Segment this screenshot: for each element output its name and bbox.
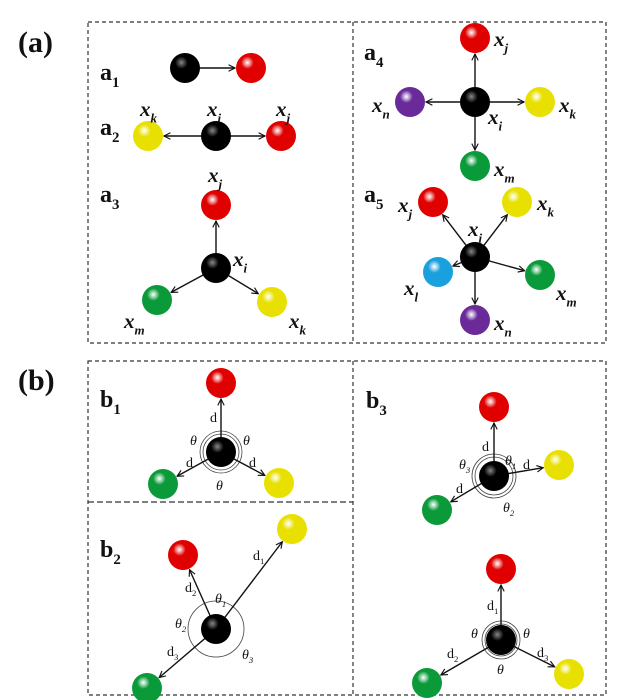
- node-label: xk: [139, 97, 158, 125]
- red-atom: [460, 23, 490, 53]
- node-label: xi: [232, 247, 248, 275]
- purple-atom: [460, 305, 490, 335]
- angle-label: θ: [190, 434, 197, 449]
- node-label: xj: [207, 163, 223, 191]
- node-label: xl: [403, 276, 419, 304]
- distance-label: d1: [487, 599, 498, 616]
- node-label: xi: [467, 217, 483, 245]
- yellow-atom: [502, 187, 532, 217]
- node-label: xm: [493, 157, 515, 185]
- angle-label: θ: [497, 663, 504, 678]
- subpanel-label: a1: [100, 60, 119, 91]
- purple-atom: [395, 87, 425, 117]
- center-atom: [201, 253, 231, 283]
- distance-label: d2: [185, 581, 196, 598]
- yellow-atom: [277, 514, 307, 544]
- center-atom: [460, 87, 490, 117]
- red-atom: [206, 368, 236, 398]
- angle-label: θ2: [175, 617, 187, 634]
- red-atom: [201, 190, 231, 220]
- subpanel-label: a3: [100, 182, 119, 213]
- blue-atom: [423, 257, 453, 287]
- angle-label: θ1: [505, 454, 516, 471]
- distance-label: d: [210, 411, 217, 426]
- distance-label: d: [456, 482, 463, 497]
- distance-label: d1: [253, 549, 264, 566]
- green-atom: [422, 495, 452, 525]
- panel-b-frame: [87, 360, 607, 696]
- node-label: xi: [206, 97, 222, 125]
- node-label: xm: [555, 281, 577, 309]
- subpanel-label: a5: [364, 182, 383, 213]
- red-atom: [486, 554, 516, 584]
- node-label: xm: [123, 309, 145, 337]
- green-atom: [132, 673, 162, 700]
- green-atom: [142, 285, 172, 315]
- subpanel-label: b3: [366, 388, 387, 419]
- distance-label: d2: [447, 647, 458, 664]
- red-atom: [236, 53, 266, 83]
- yellow-atom: [554, 659, 584, 689]
- distance-label: d: [186, 456, 193, 471]
- green-atom: [412, 668, 442, 698]
- node-label: xi: [487, 105, 503, 133]
- angle-label: θ2: [503, 501, 515, 518]
- yellow-atom: [544, 450, 574, 480]
- red-atom: [168, 540, 198, 570]
- node-label: xk: [536, 191, 555, 219]
- panel-a-frame: [87, 21, 607, 344]
- angle-label: θ: [216, 479, 223, 494]
- distance-label: d3: [167, 645, 178, 662]
- angle-arc: [187, 600, 245, 658]
- yellow-atom: [133, 121, 163, 151]
- distance-label: d: [482, 440, 489, 455]
- yellow-atom: [525, 87, 555, 117]
- angle-label: θ: [523, 627, 530, 642]
- node-label: xn: [493, 311, 512, 339]
- angle-label: θ3: [459, 458, 471, 475]
- angle-label: θ: [471, 627, 478, 642]
- center-atom: [206, 437, 236, 467]
- angle-label: θ1: [215, 592, 226, 609]
- distance-label: d3: [537, 646, 548, 663]
- center-atom: [201, 614, 231, 644]
- distance-label: d: [249, 456, 256, 471]
- node-label: xj: [397, 193, 413, 221]
- node-label: xn: [371, 93, 390, 121]
- red-atom: [418, 187, 448, 217]
- panel-b-label: (b): [18, 364, 55, 397]
- panel-b: (b): [18, 360, 607, 696]
- center-atom: [479, 461, 509, 491]
- node-label: xj: [275, 97, 291, 125]
- subpanel-label: a2: [100, 115, 119, 146]
- subpanel-label: a4: [364, 40, 384, 71]
- angle-label: θ: [243, 434, 250, 449]
- node-label: xk: [558, 93, 577, 121]
- node-label: xj: [493, 27, 509, 55]
- bond-arrow: [215, 542, 282, 630]
- panel-a-label: (a): [18, 26, 53, 59]
- panel-a: (a): [18, 21, 607, 344]
- red-atom: [266, 121, 296, 151]
- green-atom: [460, 151, 490, 181]
- center-atom: [170, 53, 200, 83]
- subpanel-label: b1: [100, 387, 121, 418]
- red-atom: [479, 392, 509, 422]
- node-label: xk: [288, 309, 307, 337]
- center-atom: [460, 242, 490, 272]
- center-atom: [486, 625, 516, 655]
- green-atom: [525, 260, 555, 290]
- green-atom: [148, 469, 178, 499]
- yellow-atom: [264, 468, 294, 498]
- center-atom: [201, 121, 231, 151]
- angle-label: θ3: [242, 648, 254, 665]
- subpanel-label: b2: [100, 537, 121, 568]
- distance-label: d: [523, 458, 530, 473]
- yellow-atom: [257, 287, 287, 317]
